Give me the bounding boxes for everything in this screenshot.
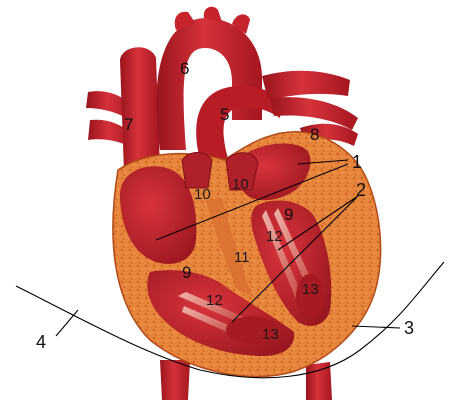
label-9-upper: 9 (284, 205, 293, 224)
aortic-branch-2 (203, 6, 222, 22)
papillary-muscle-right (226, 316, 278, 344)
label-10-right: 10 (232, 176, 249, 193)
pulmonary-vein-lower-left (88, 119, 134, 148)
label-12-lower: 12 (206, 292, 223, 309)
leader-4 (55, 309, 79, 337)
pulmonary-artery-lower (270, 97, 358, 130)
label-6: 6 (180, 59, 189, 78)
leader-3 (351, 325, 401, 329)
label-2: 2 (356, 180, 366, 200)
label-8: 8 (310, 125, 319, 144)
pulmonary-trunk (196, 85, 282, 165)
leader-4-curve (15, 261, 445, 379)
leader-lines (15, 159, 445, 379)
aortic-branch-1 (174, 11, 196, 30)
label-11: 11 (234, 249, 250, 266)
inferior-vena-cava (160, 360, 190, 400)
great-vessels (86, 6, 358, 400)
valve-left (181, 152, 213, 189)
leader-1b (155, 163, 349, 241)
right-atrium (119, 166, 197, 264)
pulmonary-artery-upper (262, 70, 350, 100)
label-9-lower: 9 (182, 263, 191, 282)
label-12-upper: 12 (266, 228, 283, 245)
label-13-lower: 13 (262, 326, 279, 343)
label-4: 4 (36, 332, 46, 352)
aortic-branch-3 (232, 14, 250, 34)
superior-vena-cava (120, 47, 160, 172)
label-5: 5 (220, 105, 229, 124)
aorta (156, 18, 262, 150)
descending-aorta (306, 362, 332, 400)
pulmonary-vein-right-upper (300, 123, 358, 146)
label-7: 7 (124, 115, 133, 134)
leader-1a (297, 159, 349, 165)
label-1: 1 (352, 152, 362, 172)
leader-2a (277, 195, 359, 251)
label-13-upper: 13 (302, 281, 319, 298)
label-10-left: 10 (194, 186, 211, 203)
number-labels: 1 2 3 4 5 6 7 8 9 9 10 10 11 12 12 13 13 (36, 59, 414, 352)
label-3: 3 (404, 318, 414, 338)
valve-right (225, 152, 259, 191)
papillary-muscle-left (296, 274, 324, 318)
leader-2b (231, 197, 357, 323)
interventricular-septum (206, 198, 252, 296)
